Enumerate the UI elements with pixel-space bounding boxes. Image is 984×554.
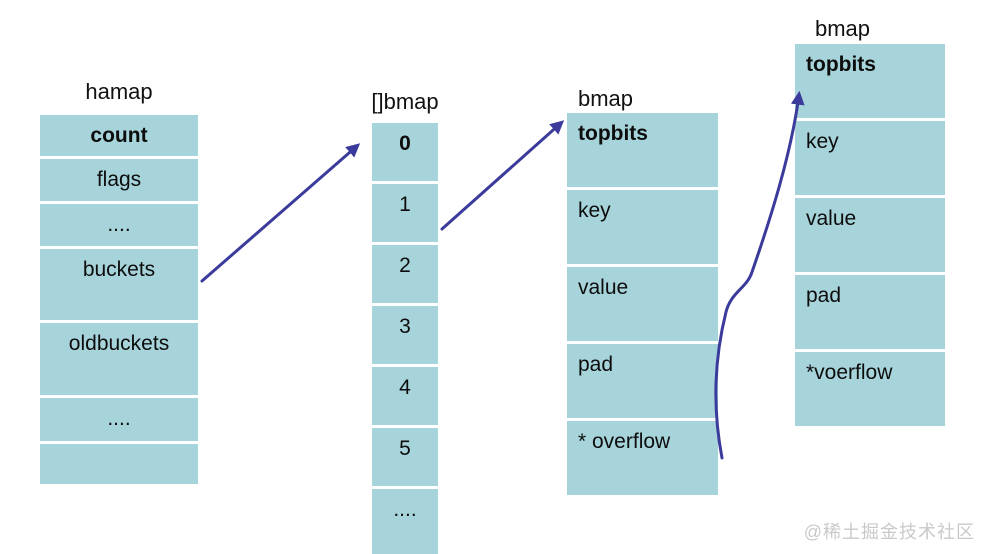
- bmap2-row-pad: pad: [795, 275, 945, 349]
- bmap-array-cell-dots: ....: [372, 489, 438, 554]
- bmap-array-cell-0: 0: [372, 123, 438, 181]
- bmap-row-key: key: [567, 190, 718, 264]
- bmap2-row-topbits: topbits: [795, 44, 945, 118]
- bmap-row-topbits: topbits: [567, 113, 718, 187]
- bmap-array-cell-2: 2: [372, 245, 438, 303]
- arrow-overflow-to-next-bmap-icon: [714, 90, 805, 460]
- hmap-row-dots-2: ....: [40, 398, 198, 441]
- bmap-array-cell-3: 3: [372, 306, 438, 364]
- arrow-buckets-to-bucket0-icon: [200, 143, 361, 283]
- hmap-row-count: count: [40, 115, 198, 156]
- bmap-array-cell-4: 4: [372, 367, 438, 425]
- bmap2-row-key: key: [795, 121, 945, 195]
- hmap-table-title: hamap: [85, 79, 153, 104]
- bmap-array-cell-1: 1: [372, 184, 438, 242]
- bmap-array-cell-5: 5: [372, 428, 438, 486]
- bmap-array-title: []bmap: [371, 89, 439, 114]
- hmap-row-oldbuckets: oldbuckets: [40, 323, 198, 395]
- bmap2-row-voerflow: *voerflow: [795, 352, 945, 426]
- bmap-overflow-table: topbits key value pad *voerflow: [795, 44, 945, 426]
- bmap-row-overflow: * overflow: [567, 421, 718, 495]
- hmap-row-dots-1: ....: [40, 204, 198, 246]
- hmap-row-flags: flags: [40, 159, 198, 201]
- hmap-table: count flags .... buckets oldbuckets ....: [40, 115, 198, 484]
- bmap-array-table: 0 1 2 3 4 5 ....: [372, 123, 438, 554]
- bmap-row-pad: pad: [567, 344, 718, 418]
- bmap-table: topbits key value pad * overflow: [567, 113, 718, 495]
- bmap-table-title: bmap: [578, 86, 634, 111]
- watermark: @稀土掘金技术社区: [803, 522, 975, 542]
- bmap-row-value: value: [567, 267, 718, 341]
- hmap-row-empty: [40, 444, 198, 484]
- hmap-row-buckets: buckets: [40, 249, 198, 320]
- arrow-bucket1-to-bmap-icon: [440, 120, 565, 231]
- bmap-overflow-table-title: bmap: [815, 16, 871, 41]
- bmap2-row-value: value: [795, 198, 945, 272]
